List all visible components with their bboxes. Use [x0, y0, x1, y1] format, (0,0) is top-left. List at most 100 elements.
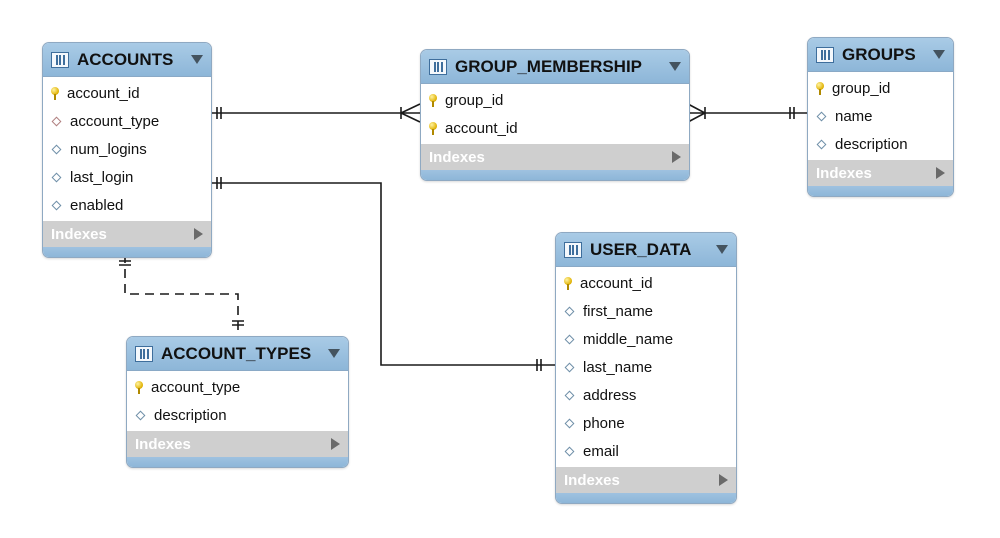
- indexes-label: Indexes: [51, 225, 107, 243]
- column-row[interactable]: account_type: [127, 373, 348, 401]
- one-mandatory-marker: [232, 320, 244, 326]
- expand-arrow-icon[interactable]: [936, 167, 945, 179]
- table-header[interactable]: ACCOUNTS: [43, 43, 211, 77]
- collapse-caret-icon[interactable]: [716, 245, 728, 254]
- column-diamond-icon: [564, 306, 575, 316]
- table-icon: [429, 58, 447, 75]
- column-name: first_name: [583, 302, 654, 320]
- expand-arrow-icon[interactable]: [719, 474, 728, 486]
- indexes-label: Indexes: [564, 471, 620, 489]
- column-row[interactable]: group_id: [808, 74, 953, 102]
- column-row[interactable]: phone: [556, 409, 736, 437]
- column-name: account_id: [67, 84, 140, 102]
- column-name: last_login: [70, 168, 134, 186]
- column-row[interactable]: middle_name: [556, 325, 736, 353]
- column-diamond-icon: [816, 139, 827, 149]
- column-name: address: [583, 386, 637, 404]
- one-mandatory-marker: [216, 177, 222, 189]
- column-diamond-icon: [564, 418, 575, 428]
- column-name: num_logins: [70, 140, 147, 158]
- indexes-label: Indexes: [135, 435, 191, 453]
- table-header[interactable]: USER_DATA: [556, 233, 736, 267]
- column-name: description: [835, 135, 908, 153]
- table-accounts[interactable]: ACCOUNTS account_id account_type num_logins…: [42, 42, 212, 258]
- column-row[interactable]: account_id: [556, 269, 736, 297]
- one-mandatory-marker: [119, 260, 131, 266]
- table-footer: [421, 170, 689, 180]
- indexes-section[interactable]: Indexes: [421, 144, 689, 170]
- column-name: last_name: [583, 358, 653, 376]
- table-title: ACCOUNT_TYPES: [161, 343, 312, 363]
- column-row[interactable]: account_id: [421, 114, 689, 142]
- table-header[interactable]: GROUPS: [808, 38, 953, 72]
- column-name: group_id: [445, 91, 504, 109]
- indexes-section[interactable]: Indexes: [808, 160, 953, 186]
- relationship-line-accounts-user-data[interactable]: [211, 182, 555, 366]
- one-mandatory-marker: [536, 359, 542, 371]
- column-name: enabled: [70, 196, 124, 214]
- column-name: name: [835, 107, 873, 125]
- crow-foot-many-marker: [399, 103, 421, 123]
- column-row[interactable]: description: [808, 130, 953, 158]
- column-name: account_id: [580, 274, 653, 292]
- table-title: GROUP_MEMBERSHIP: [455, 56, 643, 76]
- column-row[interactable]: enabled: [43, 191, 211, 219]
- column-name: account_id: [445, 119, 518, 137]
- crow-foot-many-marker: [687, 103, 707, 123]
- column-diamond-icon: [51, 172, 62, 182]
- table-user-data[interactable]: USER_DATA account_id first_name middle_name…: [555, 232, 737, 504]
- primary-key-icon: [429, 93, 437, 107]
- indexes-label: Indexes: [429, 148, 485, 166]
- expand-arrow-icon[interactable]: [331, 438, 340, 450]
- column-diamond-icon: [564, 446, 575, 456]
- expand-arrow-icon[interactable]: [672, 151, 681, 163]
- expand-arrow-icon[interactable]: [194, 228, 203, 240]
- column-diamond-icon: [564, 362, 575, 372]
- column-row[interactable]: email: [556, 437, 736, 465]
- indexes-section[interactable]: Indexes: [43, 221, 211, 247]
- collapse-caret-icon[interactable]: [191, 55, 203, 64]
- column-row[interactable]: group_id: [421, 86, 689, 114]
- relationship-line-accounts-account-types[interactable]: [124, 254, 239, 336]
- table-icon: [135, 345, 153, 362]
- column-name: phone: [583, 414, 625, 432]
- table-title: USER_DATA: [590, 239, 692, 259]
- one-mandatory-marker: [789, 107, 795, 119]
- table-footer: [808, 186, 953, 196]
- column-row[interactable]: num_logins: [43, 135, 211, 163]
- table-title: GROUPS: [842, 44, 916, 64]
- table-footer: [556, 493, 736, 503]
- column-diamond-icon: [51, 200, 62, 210]
- column-row[interactable]: name: [808, 102, 953, 130]
- primary-key-icon: [816, 81, 824, 95]
- collapse-caret-icon[interactable]: [669, 62, 681, 71]
- column-row[interactable]: address: [556, 381, 736, 409]
- table-header[interactable]: ACCOUNT_TYPES: [127, 337, 348, 371]
- table-footer: [127, 457, 348, 467]
- column-name: group_id: [832, 79, 891, 97]
- indexes-label: Indexes: [816, 164, 872, 182]
- column-diamond-icon: [816, 111, 827, 121]
- indexes-section[interactable]: Indexes: [556, 467, 736, 493]
- column-row[interactable]: account_id: [43, 79, 211, 107]
- column-row[interactable]: account_type: [43, 107, 211, 135]
- table-icon: [51, 51, 69, 68]
- indexes-section[interactable]: Indexes: [127, 431, 348, 457]
- column-row[interactable]: last_name: [556, 353, 736, 381]
- column-row[interactable]: first_name: [556, 297, 736, 325]
- column-diamond-icon: [564, 390, 575, 400]
- collapse-caret-icon[interactable]: [328, 349, 340, 358]
- column-row[interactable]: last_login: [43, 163, 211, 191]
- primary-key-icon: [429, 121, 437, 135]
- column-row[interactable]: description: [127, 401, 348, 429]
- table-header[interactable]: GROUP_MEMBERSHIP: [421, 50, 689, 84]
- foreign-key-diamond-icon: [51, 116, 62, 126]
- table-footer: [43, 247, 211, 257]
- primary-key-icon: [135, 380, 143, 394]
- collapse-caret-icon[interactable]: [933, 50, 945, 59]
